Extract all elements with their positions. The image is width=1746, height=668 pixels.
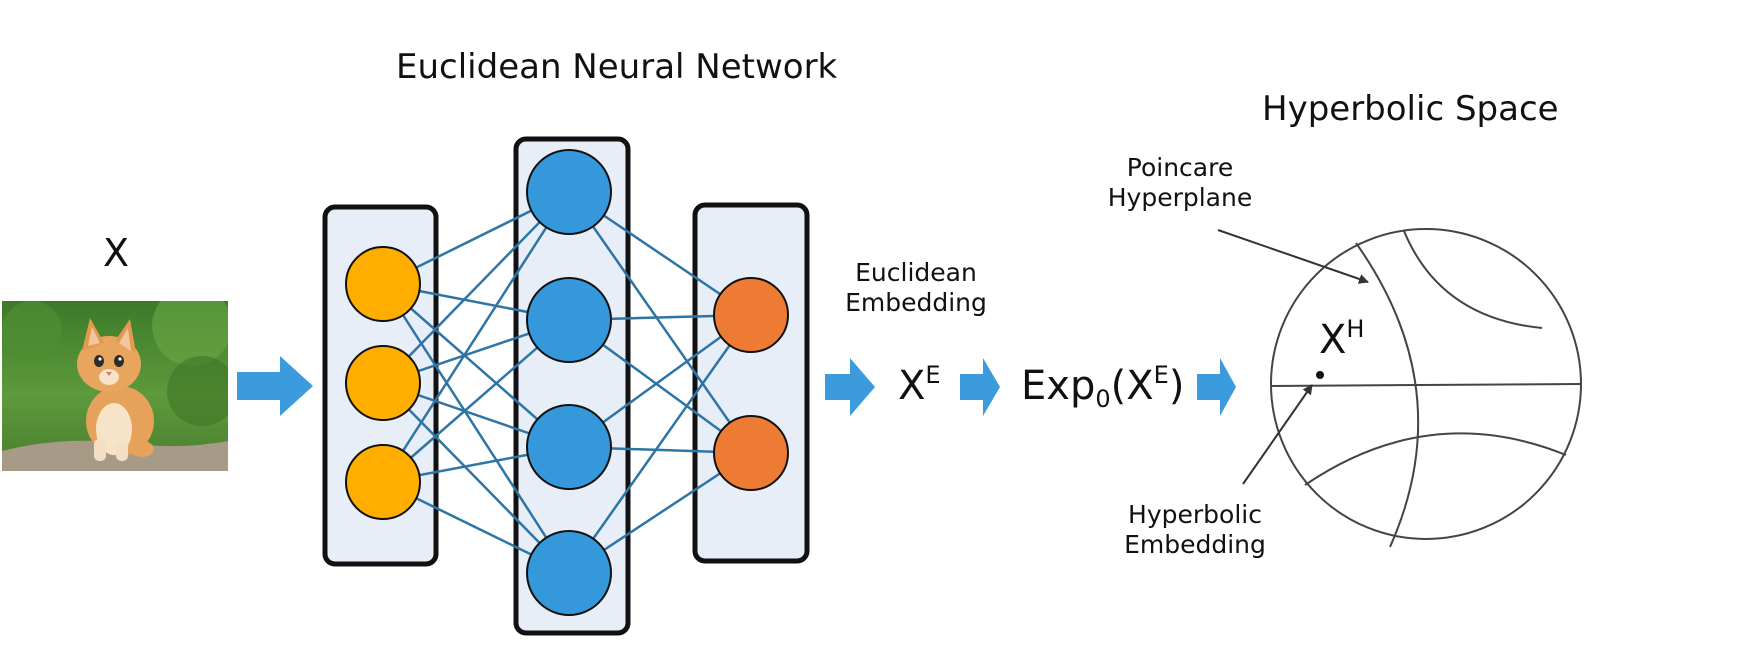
poincare-hyperplane-label: Poincare Hyperplane bbox=[1100, 153, 1260, 213]
input-layer-node-2 bbox=[345, 345, 421, 421]
flow-arrow-input bbox=[237, 356, 313, 416]
network-nodes bbox=[345, 149, 789, 616]
poincare-disk bbox=[1270, 228, 1582, 548]
hyperplane-pointer-arrow bbox=[1217, 229, 1369, 284]
hidden-layer-node-2 bbox=[526, 277, 612, 363]
hidden-layer-node-3 bbox=[526, 404, 612, 490]
connection-l0-0-3 bbox=[381, 283, 571, 574]
exp-superscript: E bbox=[1153, 361, 1169, 389]
output-layer-node-1 bbox=[713, 277, 789, 353]
exp-close: ) bbox=[1168, 363, 1185, 409]
geodesic-lower bbox=[1304, 432, 1567, 486]
euclidean-embedding-caption-line1: Euclidean bbox=[855, 258, 977, 287]
geodesic-upper-right bbox=[1403, 230, 1543, 329]
exp-open: (X bbox=[1110, 363, 1154, 409]
diameter-line bbox=[1270, 383, 1582, 387]
connection-l0-2-0 bbox=[381, 191, 571, 483]
hidden-layer-node-4 bbox=[526, 530, 612, 616]
network-title: Euclidean Neural Network bbox=[396, 47, 838, 87]
connection-l0-1-0 bbox=[382, 191, 570, 384]
input-layer-node-3 bbox=[345, 444, 421, 520]
xh-base: X bbox=[1319, 317, 1347, 363]
poincare-hyperplane-line2: Hyperplane bbox=[1107, 183, 1253, 212]
geodesic-vertical bbox=[1355, 242, 1420, 548]
flow-arrow-embedding bbox=[825, 358, 875, 416]
kitten-image bbox=[2, 301, 228, 471]
exp-map-expression: Exp0(XE) bbox=[1021, 363, 1185, 411]
hyperbolic-point bbox=[1316, 371, 1324, 379]
euclidean-embedding-caption: Euclidean Embedding bbox=[836, 258, 996, 318]
input-layer-node-1 bbox=[345, 246, 421, 322]
exp-subscript: 0 bbox=[1095, 385, 1111, 413]
exp-prefix: Exp bbox=[1021, 363, 1096, 409]
hyperbolic-space-title: Hyperbolic Space bbox=[1262, 89, 1559, 129]
output-layer-box bbox=[692, 202, 810, 564]
poincare-hyperplane-line1: Poincare bbox=[1126, 153, 1234, 182]
hidden-layer-node-1 bbox=[526, 149, 612, 235]
output-layer-node-2 bbox=[713, 415, 789, 491]
hyperbolic-point-label: XH bbox=[1319, 317, 1364, 363]
connection-l0-1-3 bbox=[382, 382, 570, 574]
hidden-layer-box bbox=[513, 136, 631, 636]
connection-l1-3-0 bbox=[567, 314, 753, 574]
hyperbolic-embedding-line2: Embedding bbox=[1124, 530, 1266, 559]
flow-arrow-exp bbox=[960, 358, 1000, 416]
xe-superscript: E bbox=[925, 361, 941, 389]
xe-base: X bbox=[898, 363, 926, 409]
hyperbolic-embedding-label: Hyperbolic Embedding bbox=[1115, 500, 1275, 560]
euclidean-embedding-symbol: XE bbox=[898, 363, 941, 409]
euclidean-embedding-caption-line2: Embedding bbox=[845, 288, 987, 317]
input-label: X bbox=[103, 231, 130, 275]
flow-arrow-hyperbolic bbox=[1197, 358, 1236, 416]
xh-superscript: H bbox=[1346, 315, 1365, 343]
hyperbolic-embedding-line1: Hyperbolic bbox=[1128, 500, 1262, 529]
embedding-pointer-arrow bbox=[1242, 384, 1313, 485]
connection-l1-0-1 bbox=[567, 191, 753, 454]
